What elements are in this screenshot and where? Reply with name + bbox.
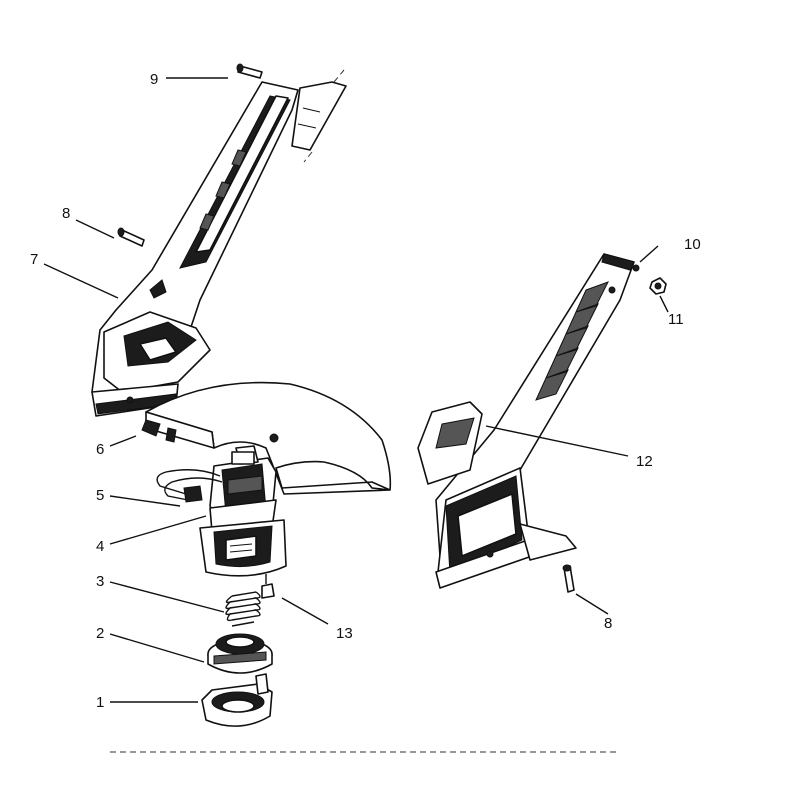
- switch-cover: [417, 401, 483, 485]
- callout-8-left: 8: [62, 205, 70, 222]
- callout-3: 3: [96, 573, 104, 590]
- callout-8-right: 8: [604, 615, 612, 632]
- leader-lines: [43, 77, 669, 703]
- screw-part-9: [236, 63, 263, 79]
- left-housing-part-7: [91, 69, 347, 417]
- callout-13: 13: [336, 625, 353, 642]
- screw-part-10: [632, 264, 640, 272]
- wires-part-5: [156, 469, 223, 503]
- callout-labels: 9 8 7 6 5 4 3 2 1 13 10 11 12 8: [30, 71, 701, 711]
- nut-part-11: [649, 277, 667, 295]
- callout-2: 2: [96, 625, 104, 642]
- spring-part-3: [225, 591, 261, 627]
- spool-part-2: [207, 633, 273, 674]
- callout-12: 12: [636, 453, 653, 470]
- right-housing-part-12: [435, 253, 635, 589]
- callout-6: 6: [96, 441, 104, 458]
- callout-9: 9: [150, 71, 158, 88]
- callout-4: 4: [96, 538, 104, 555]
- guard-part-6: [126, 381, 392, 495]
- callout-7: 7: [30, 251, 38, 268]
- callout-10: 10: [684, 236, 701, 253]
- callout-5: 5: [96, 487, 104, 504]
- motor-part-4: [199, 445, 287, 577]
- callout-1: 1: [96, 694, 104, 711]
- cap-part-1: [201, 673, 273, 727]
- clip-part-13: [261, 574, 275, 599]
- screw-part-8-left: [117, 227, 145, 247]
- screw-part-8-right: [562, 564, 575, 593]
- callout-11: 11: [668, 311, 684, 328]
